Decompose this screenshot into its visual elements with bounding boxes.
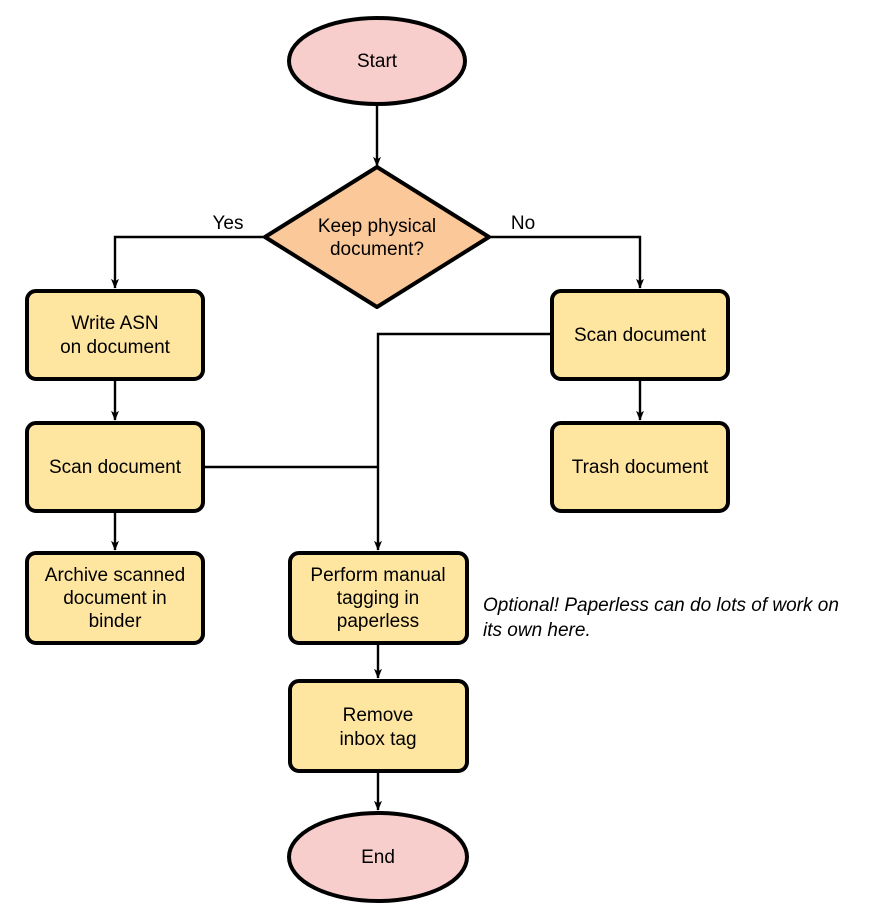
edge-label-no: No bbox=[511, 213, 535, 234]
start-ellipse-shape bbox=[287, 16, 467, 106]
note-line1: Optional! Paperless can do lots of work … bbox=[483, 595, 839, 616]
node-start[interactable]: Start bbox=[287, 16, 467, 106]
end-label: End bbox=[361, 847, 395, 868]
node-scan-document-left[interactable]: Scan document bbox=[25, 421, 205, 513]
edge-scan-right-to-tagging bbox=[374, 332, 552, 551]
scan-document-left-rect-shape bbox=[25, 421, 205, 513]
node-trash-document[interactable]: Trash document bbox=[550, 421, 730, 513]
edge-labels-layer: Yes No bbox=[213, 213, 536, 234]
remove-inbox-label-line1: Remove bbox=[343, 705, 414, 726]
archive-rect-shape bbox=[25, 551, 205, 645]
node-scan-document-right[interactable]: Scan document bbox=[550, 289, 730, 381]
write-asn-label-line1: Write ASN bbox=[71, 313, 158, 334]
node-decision-keep-physical-document[interactable]: Keep physical document? bbox=[263, 165, 491, 309]
archive-label-line3: binder bbox=[89, 611, 142, 632]
scan-document-left-label: Scan document bbox=[49, 457, 182, 478]
node-perform-manual-tagging[interactable]: Perform manual tagging in paperless bbox=[288, 551, 469, 645]
archive-label-line1: Archive scanned bbox=[45, 565, 185, 586]
node-end[interactable]: End bbox=[287, 811, 469, 903]
node-archive-scanned-document[interactable]: Archive scanned document in binder bbox=[25, 551, 205, 645]
edge-decision-no-to-scan-right bbox=[489, 235, 644, 289]
archive-label-line2: document in bbox=[63, 588, 167, 609]
tagging-label-line1: Perform manual bbox=[310, 565, 445, 586]
end-ellipse-shape bbox=[287, 811, 469, 903]
edge-label-yes: Yes bbox=[213, 213, 244, 234]
trash-document-label: Trash document bbox=[572, 457, 709, 478]
start-label: Start bbox=[357, 51, 398, 72]
remove-inbox-rect-shape bbox=[288, 679, 469, 773]
tagging-label-line3: paperless bbox=[337, 611, 419, 632]
write-asn-rect-shape bbox=[25, 289, 205, 381]
node-write-asn-on-document[interactable]: Write ASN on document bbox=[25, 289, 205, 381]
tagging-rect-shape bbox=[288, 551, 469, 645]
remove-inbox-label-line2: inbox tag bbox=[339, 729, 416, 750]
note-optional-paperless: Optional! Paperless can do lots of work … bbox=[483, 595, 839, 641]
scan-document-right-rect-shape bbox=[550, 289, 730, 381]
edges-layer bbox=[111, 103, 644, 811]
scan-document-right-label: Scan document bbox=[574, 325, 707, 346]
tagging-label-line2: tagging in bbox=[337, 588, 419, 609]
note-line2: its own here. bbox=[483, 620, 591, 641]
decision-diamond-shape bbox=[263, 165, 491, 309]
decision-label-line1: Keep physical bbox=[318, 216, 436, 237]
decision-label-line2: document? bbox=[330, 239, 424, 260]
trash-document-rect-shape bbox=[550, 421, 730, 513]
edge-decision-yes-to-write-asn bbox=[111, 235, 265, 289]
node-remove-inbox-tag[interactable]: Remove inbox tag bbox=[288, 679, 469, 773]
write-asn-label-line2: on document bbox=[60, 337, 171, 358]
